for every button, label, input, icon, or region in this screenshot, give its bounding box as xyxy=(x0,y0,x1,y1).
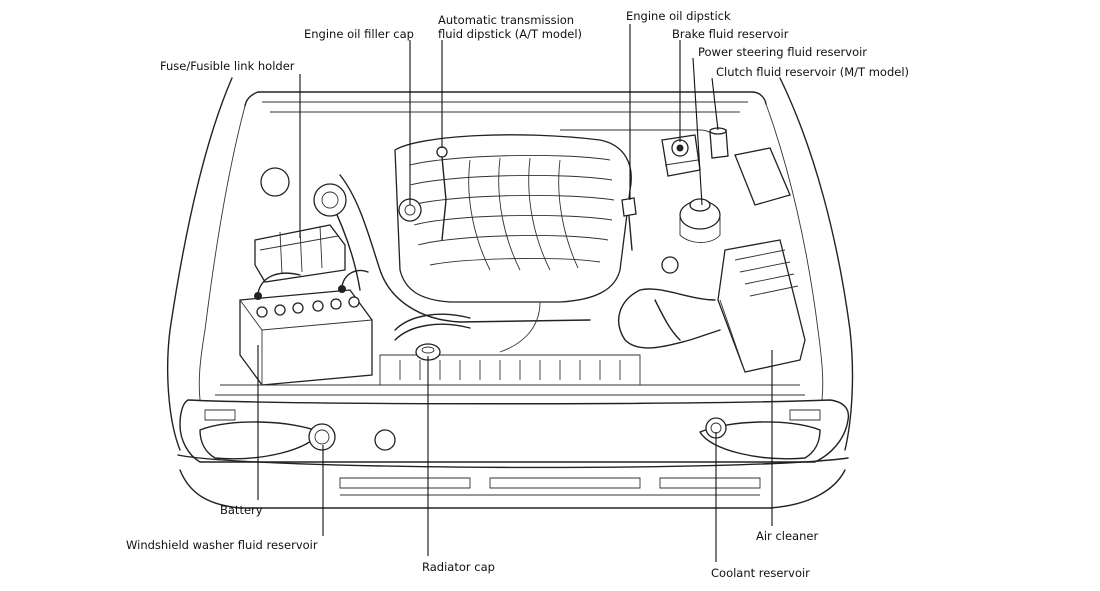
label-battery: Battery xyxy=(220,503,263,517)
label-oil-dipstick: Engine oil dipstick xyxy=(626,9,731,23)
label-clutch-reservoir: Clutch fluid reservoir (M/T model) xyxy=(716,65,909,79)
label-at-dipstick-line2: fluid dipstick (A/T model) xyxy=(438,27,582,41)
leader-lines xyxy=(257,24,773,562)
air-cleaner-part xyxy=(617,239,806,373)
fuse-holder-part xyxy=(254,224,346,283)
at-dipstick-part xyxy=(436,146,448,241)
clutch-reservoir-part xyxy=(709,127,729,159)
battery-part xyxy=(239,269,373,386)
vehicle-body-outline xyxy=(167,77,854,509)
washer-reservoir-part xyxy=(308,423,336,451)
misc-components xyxy=(204,147,821,451)
label-washer-reservoir: Windshield washer fluid reservoir xyxy=(126,538,318,552)
label-power-steering-reservoir: Power steering fluid reservoir xyxy=(698,45,867,59)
label-fuse-holder: Fuse/Fusible link holder xyxy=(160,59,295,73)
engine-assembly xyxy=(329,129,719,353)
label-oil-filler-cap: Engine oil filler cap xyxy=(304,27,414,41)
power-steering-reservoir-part xyxy=(679,198,721,243)
label-radiator-cap: Radiator cap xyxy=(422,560,495,574)
brake-reservoir-part xyxy=(661,134,701,177)
label-air-cleaner: Air cleaner xyxy=(756,529,818,543)
label-at-dipstick-line1: Automatic transmission xyxy=(438,13,574,27)
label-brake-reservoir: Brake fluid reservoir xyxy=(672,27,789,41)
label-coolant-reservoir: Coolant reservoir xyxy=(711,566,810,580)
